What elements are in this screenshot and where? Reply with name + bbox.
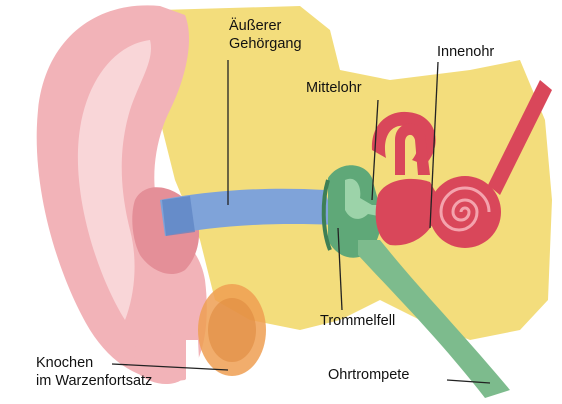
label-eustachian-tube: Ohrtrompete bbox=[328, 367, 409, 384]
label-eardrum: Trommelfell bbox=[320, 313, 395, 330]
label-mastoid-line1: Knochen bbox=[36, 355, 93, 372]
label-mastoid-line2: im Warzenfortsatz bbox=[36, 373, 152, 390]
label-outer-canal-line2: Gehörgang bbox=[229, 36, 302, 53]
ear-canal-hairs bbox=[162, 196, 195, 236]
label-inner-ear: Innenohr bbox=[437, 44, 494, 61]
mastoid-cells bbox=[208, 298, 256, 362]
label-outer-canal-line1: Äußerer bbox=[229, 18, 281, 35]
lobe-gap bbox=[186, 340, 200, 380]
label-middle-ear: Mittelohr bbox=[306, 80, 362, 97]
